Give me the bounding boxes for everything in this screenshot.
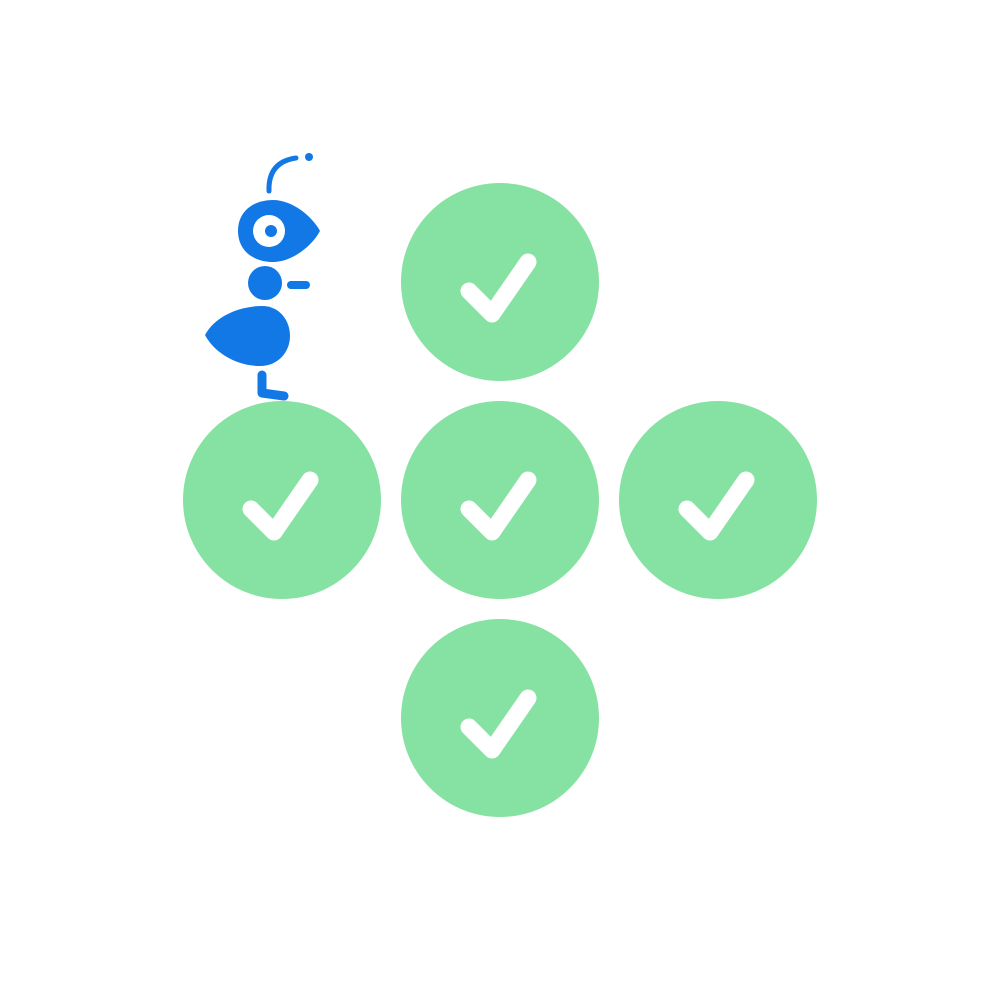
checkmark-icon <box>460 471 537 541</box>
tile-left[interactable] <box>183 401 381 599</box>
checkmark-icon <box>678 471 755 541</box>
tile-right[interactable] <box>619 401 817 599</box>
tile-bottom[interactable] <box>401 619 599 817</box>
checkmark-icon <box>460 689 537 759</box>
tile-top[interactable] <box>401 183 599 381</box>
tile-center[interactable] <box>401 401 599 599</box>
ant-character-icon[interactable] <box>205 153 320 401</box>
checkmark-icon <box>460 253 537 323</box>
checkmark-icon <box>242 471 319 541</box>
